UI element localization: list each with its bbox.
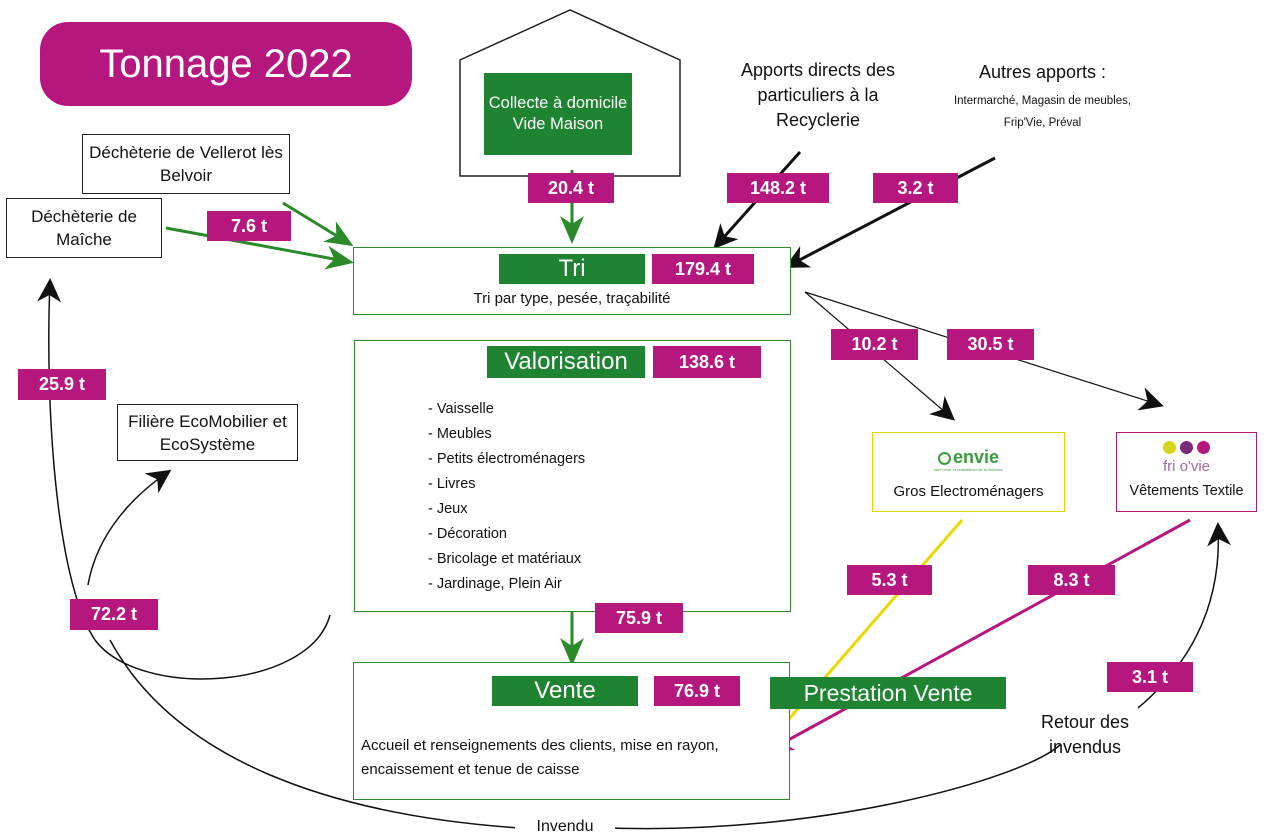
- flow-badge-collecte: 20.4 t: [528, 173, 614, 203]
- flow-badge-decheteries: 7.6 t: [207, 211, 291, 241]
- valorisation-title: Valorisation: [487, 346, 645, 378]
- collecte-box: Collecte à domicile Vide Maison: [484, 73, 632, 155]
- flow-badge-retour-invendus: 3.1 t: [1107, 662, 1193, 692]
- filiere-box: Filière EcoMobilier et EcoSystème: [117, 404, 298, 461]
- flow-badge-envie-to-vente: 5.3 t: [847, 565, 932, 595]
- flow-badge-autres: 3.2 t: [873, 173, 958, 203]
- autres-apports-detail: Intermarché, Magasin de meubles, Frip'Vi…: [953, 95, 1132, 129]
- valorisation-list: - Vaisselle - Meubles - Petits électromé…: [428, 397, 678, 597]
- retour-invendus-label: Retour des invendus: [1040, 712, 1130, 757]
- yellow-dot-icon: [1163, 441, 1176, 454]
- valorisation-tonnage-badge: 138.6 t: [653, 346, 761, 378]
- autres-apports-title: Autres apports :: [978, 62, 1107, 82]
- list-item: - Décoration: [428, 526, 507, 542]
- curve-invendu-right: [609, 744, 1061, 830]
- decheterie-vellerot-box: Déchèterie de Vellerot lès Belvoir: [82, 134, 290, 194]
- arrow-to-maiche: [37, 278, 331, 680]
- flow-badge-to-fripvie: 30.5 t: [947, 329, 1034, 360]
- person-dot-icon: [1180, 441, 1193, 454]
- flow-badge-apports-directs: 148.2 t: [727, 173, 829, 203]
- magenta-dot-icon: [1197, 441, 1210, 454]
- list-item: - Meubles: [428, 426, 492, 442]
- tri-subtitle: Tri par type, pesée, traçabilité: [473, 290, 671, 307]
- envie-leaf-icon: [937, 451, 951, 465]
- list-item: - Bricolage et matériaux: [428, 551, 582, 567]
- list-item: - Jeux: [428, 501, 468, 517]
- fripvie-box: fri o'vie Vêtements Textile: [1116, 432, 1257, 512]
- invendu-label: Invendu: [515, 818, 615, 836]
- arrow-to-filiere: [87, 469, 172, 586]
- envie-logo: envie: [873, 447, 1064, 468]
- flow-badge-to-maiche: 25.9 t: [18, 369, 106, 400]
- valorisation-frame: [354, 340, 791, 612]
- arrow-envie-to-vente: [759, 519, 964, 754]
- fripvie-logo: fri o'vie: [1162, 458, 1211, 475]
- list-item: - Livres: [428, 476, 476, 492]
- fripvie-dots: [1117, 441, 1256, 459]
- tri-tonnage-badge: 179.4 t: [652, 254, 754, 284]
- tri-title: Tri: [499, 254, 645, 284]
- envie-label: Gros Electroménagers: [893, 483, 1044, 500]
- arrow-vellerot-to-tri: [282, 201, 354, 247]
- apports-directs-label: Apports directs des particuliers à la Re…: [740, 60, 896, 130]
- list-item: - Jardinage, Plein Air: [428, 576, 562, 592]
- page-title: Tonnage 2022: [40, 22, 412, 106]
- decheterie-maiche-box: Déchèterie de Maîche: [6, 198, 162, 258]
- fripvie-label: Vêtements Textile: [1129, 483, 1244, 499]
- flow-badge-to-envie: 10.2 t: [831, 329, 918, 360]
- list-item: - Petits électroménagers: [428, 451, 586, 467]
- flow-badge-to-filiere: 72.2 t: [70, 599, 158, 630]
- envie-tagline: faire vivre et redistribuer de la riches…: [934, 467, 1003, 472]
- vente-description: Accueil et renseignements des clients, m…: [361, 737, 719, 778]
- curve-invendu-left: [109, 639, 521, 829]
- flow-badge-valorisation-to-vente: 75.9 t: [595, 603, 683, 633]
- arrow-autres-to-tri: [784, 156, 996, 268]
- flow-badge-fripvie-to-vente: 8.3 t: [1028, 565, 1115, 595]
- arrow-maiche-to-tri: [165, 226, 354, 270]
- prestation-vente-label: Prestation Vente: [770, 677, 1006, 709]
- vente-tonnage-badge: 76.9 t: [654, 676, 740, 706]
- list-item: - Vaisselle: [428, 401, 494, 417]
- vente-title: Vente: [492, 676, 638, 706]
- arrow-fripvie-to-vente: [766, 518, 1191, 752]
- envie-box: envie faire vivre et redistribuer de la …: [872, 432, 1065, 512]
